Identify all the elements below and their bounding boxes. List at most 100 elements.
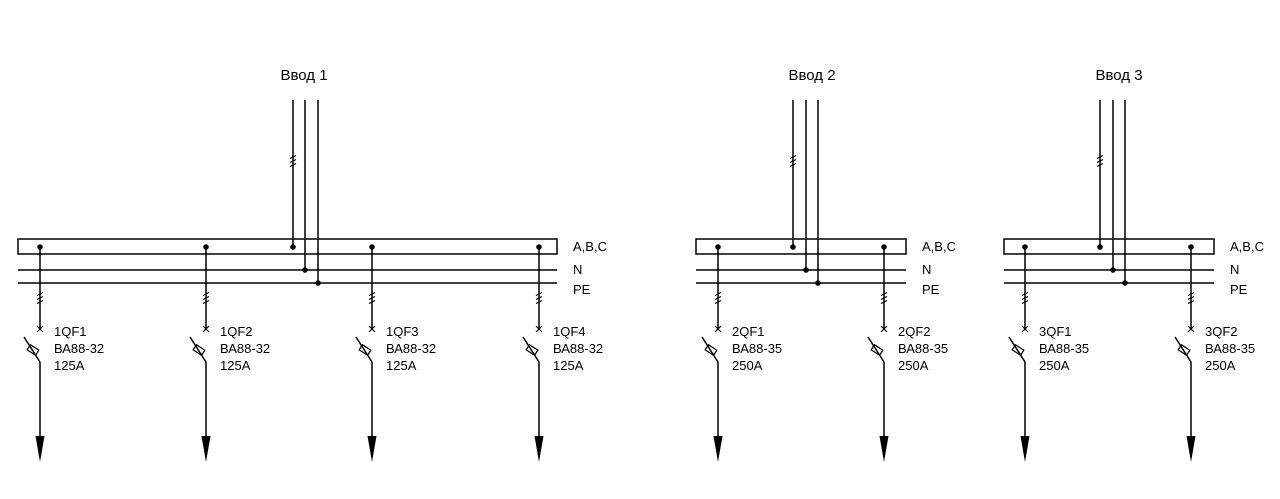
breaker-cross — [1021, 325, 1029, 333]
breaker-blade — [1008, 336, 1026, 363]
circuit-breaker-icon — [355, 325, 376, 363]
three-phase-marker-icon — [1187, 291, 1195, 305]
arrow-down-icon — [367, 436, 377, 462]
breaker-blade — [23, 336, 41, 363]
junction-dot — [290, 244, 296, 250]
breaker-id: 1QF2 — [220, 324, 253, 339]
breaker-rating: 250А — [732, 358, 763, 373]
three-phase-marker-icon — [289, 154, 297, 168]
breaker-model: ВА88-35 — [732, 341, 782, 356]
breaker-id: 2QF2 — [898, 324, 931, 339]
bus-label-neutral: N — [1230, 262, 1239, 277]
three-phase-marker-icon — [36, 291, 44, 305]
circuit-breaker-icon — [1174, 325, 1195, 363]
arrow-down-icon — [879, 436, 889, 462]
phase-busbar — [695, 238, 907, 255]
breaker-rating: 250А — [898, 358, 929, 373]
breaker-blade — [867, 336, 885, 363]
breaker-cross — [535, 325, 543, 333]
breaker-model: ВА88-35 — [898, 341, 948, 356]
breaker-cross — [202, 325, 210, 333]
breaker-rating: 250А — [1205, 358, 1236, 373]
circuit-breaker-icon — [701, 325, 722, 363]
phase-busbar — [17, 238, 558, 255]
breaker-blade — [355, 336, 373, 363]
bus-label-pe: PE — [922, 282, 940, 297]
breaker-trip-box — [1011, 343, 1025, 357]
input-title: Ввод 3 — [1095, 67, 1142, 84]
breaker-blade — [522, 336, 540, 363]
three-phase-marker-icon — [714, 291, 722, 305]
breaker-cross — [368, 325, 376, 333]
three-phase-marker-icon — [789, 154, 797, 168]
section-input-3: Ввод 3A,B,CNPE3QF1ВА88-35250А3QF2ВА88-35… — [1003, 67, 1264, 462]
breaker-trip-box — [704, 343, 718, 357]
breaker-id: 1QF1 — [54, 324, 87, 339]
breaker-cross — [714, 325, 722, 333]
bus-label-neutral: N — [573, 262, 582, 277]
breaker-model: ВА88-32 — [54, 341, 104, 356]
junction-dot — [1097, 244, 1103, 250]
arrow-down-icon — [1020, 436, 1030, 462]
bus-label-neutral: N — [922, 262, 931, 277]
circuit-breaker-icon — [522, 325, 543, 363]
breaker-trip-box — [1177, 343, 1191, 357]
section-input-2: Ввод 2A,B,CNPE2QF1ВА88-35250А2QF2ВА88-35… — [695, 67, 956, 462]
arrow-down-icon — [1186, 436, 1196, 462]
breaker-rating: 125А — [220, 358, 251, 373]
bus-label-phases: A,B,C — [1230, 239, 1264, 254]
breaker-blade — [189, 336, 207, 363]
breaker-model: ВА88-32 — [220, 341, 270, 356]
three-phase-marker-icon — [1096, 154, 1104, 168]
arrow-down-icon — [201, 436, 211, 462]
breaker-rating: 125А — [553, 358, 584, 373]
phase-busbar — [1003, 238, 1215, 255]
breaker-trip-box — [26, 343, 40, 357]
breaker-cross — [1187, 325, 1195, 333]
breaker-blade — [701, 336, 719, 363]
breaker-id: 3QF1 — [1039, 324, 1072, 339]
breaker-id: 1QF3 — [386, 324, 419, 339]
input-title: Ввод 1 — [280, 67, 327, 84]
breaker-rating: 125А — [386, 358, 417, 373]
breaker-id: 1QF4 — [553, 324, 586, 339]
breaker-rating: 250А — [1039, 358, 1070, 373]
breaker-id: 3QF2 — [1205, 324, 1238, 339]
breaker-id: 2QF1 — [732, 324, 765, 339]
three-phase-marker-icon — [202, 291, 210, 305]
bus-label-phases: A,B,C — [573, 239, 607, 254]
arrow-down-icon — [35, 436, 45, 462]
bus-label-pe: PE — [573, 282, 591, 297]
arrow-down-icon — [534, 436, 544, 462]
breaker-trip-box — [192, 343, 206, 357]
three-phase-marker-icon — [535, 291, 543, 305]
bus-label-pe: PE — [1230, 282, 1248, 297]
breaker-model: ВА88-35 — [1039, 341, 1089, 356]
three-phase-marker-icon — [1021, 291, 1029, 305]
bus-label-phases: A,B,C — [922, 239, 956, 254]
junction-dot — [790, 244, 796, 250]
breaker-model: ВА88-32 — [386, 341, 436, 356]
breaker-model: ВА88-32 — [553, 341, 603, 356]
circuit-breaker-icon — [23, 325, 44, 363]
section-input-1: Ввод 1A,B,CNPE1QF1ВА88-32125А1QF2ВА88-32… — [17, 67, 607, 462]
breaker-cross — [36, 325, 44, 333]
circuit-breaker-icon — [867, 325, 888, 363]
breaker-trip-box — [358, 343, 372, 357]
breaker-rating: 125А — [54, 358, 85, 373]
breaker-trip-box — [525, 343, 539, 357]
circuit-breaker-icon — [189, 325, 210, 363]
three-phase-marker-icon — [368, 291, 376, 305]
arrow-down-icon — [713, 436, 723, 462]
input-title: Ввод 2 — [788, 67, 835, 84]
